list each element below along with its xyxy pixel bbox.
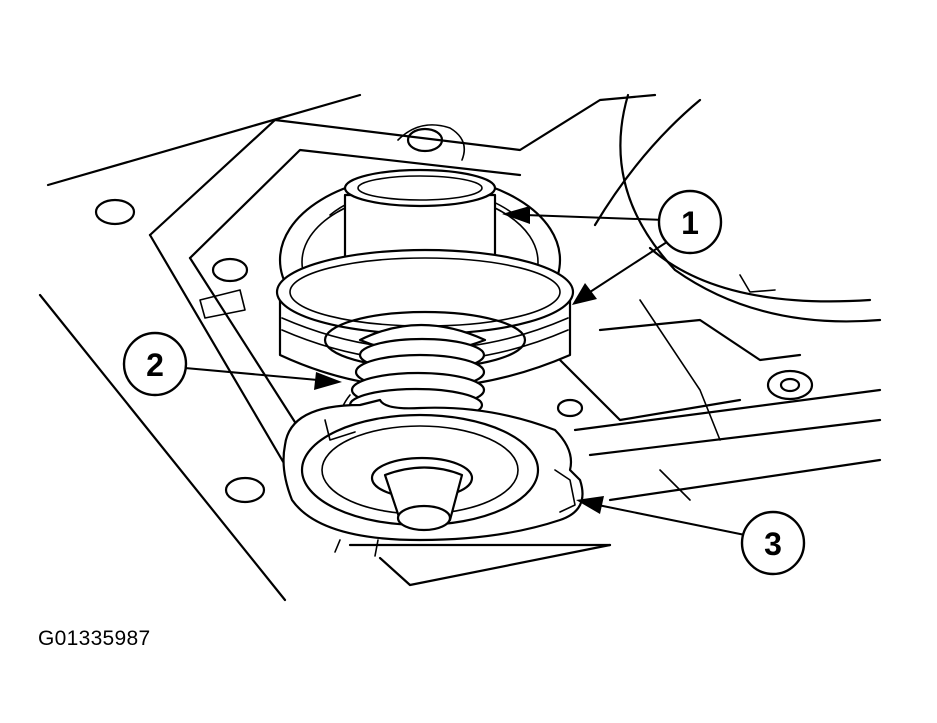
arrowhead-2	[314, 372, 342, 390]
callout-1: 1	[502, 189, 723, 305]
callout-number-3: 3	[764, 526, 782, 562]
callout-circle-3	[740, 510, 806, 576]
figure-id-label: G01335987	[38, 627, 151, 650]
center-post	[370, 456, 474, 532]
callout-2: 2	[122, 331, 342, 397]
arrowhead-3	[576, 496, 604, 514]
leader-line-3	[597, 504, 746, 536]
leader-line-1b	[589, 239, 671, 293]
bolt-holes	[94, 127, 814, 504]
callout-number-1: 1	[681, 205, 699, 241]
callout-number-2: 2	[146, 347, 164, 383]
leader-line-2	[184, 367, 319, 381]
arrowhead-1b	[572, 283, 597, 305]
leader-line-1a	[524, 214, 666, 221]
callout-circle-2	[122, 331, 188, 397]
arrowhead-1a	[502, 206, 530, 224]
callout-3: 3	[576, 496, 806, 576]
callout-circle-1	[657, 189, 723, 255]
housing-outline	[38, 93, 882, 602]
